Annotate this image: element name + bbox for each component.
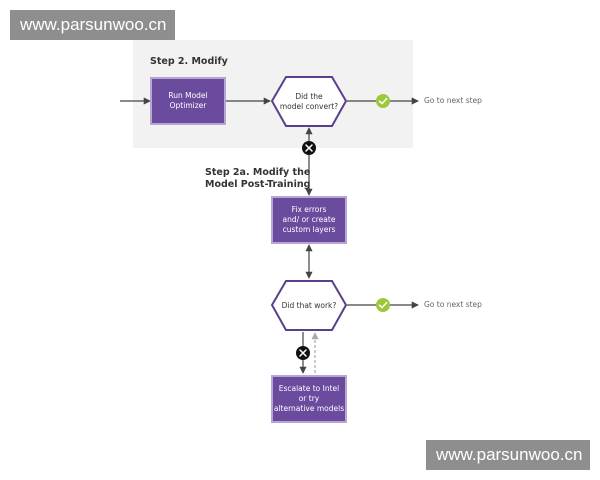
- fix-errors-label: Fix errors and/ or create custom layers: [282, 205, 336, 234]
- go-to-next-step-1: Go to next step: [424, 96, 482, 105]
- run-model-optimizer-label: Run Model Optimizer: [168, 91, 208, 110]
- did-model-convert-decision[interactable]: [270, 76, 348, 127]
- did-that-work-label: Did that work?: [281, 300, 337, 310]
- x-icon: [296, 346, 310, 360]
- x-icon: [302, 141, 316, 155]
- run-model-optimizer-box[interactable]: [150, 77, 226, 125]
- step-2a-label: Step 2a. Modify the Model Post-Training: [205, 167, 311, 190]
- did-that-work-decision[interactable]: [270, 280, 348, 331]
- check-icon: [376, 298, 390, 312]
- fix-errors-box[interactable]: [271, 196, 347, 244]
- escalate-label: Escalate to Intel or try alternative mod…: [273, 384, 345, 413]
- step-2-label: Step 2. Modify: [150, 56, 228, 67]
- did-model-convert-label: Did the model convert?: [279, 91, 339, 111]
- check-icon: [376, 94, 390, 108]
- watermark-top: www.parsunwoo.cn: [10, 10, 175, 40]
- go-to-next-step-2: Go to next step: [424, 300, 482, 309]
- escalate-box[interactable]: [271, 375, 347, 423]
- watermark-bottom: www.parsunwoo.cn: [426, 440, 590, 470]
